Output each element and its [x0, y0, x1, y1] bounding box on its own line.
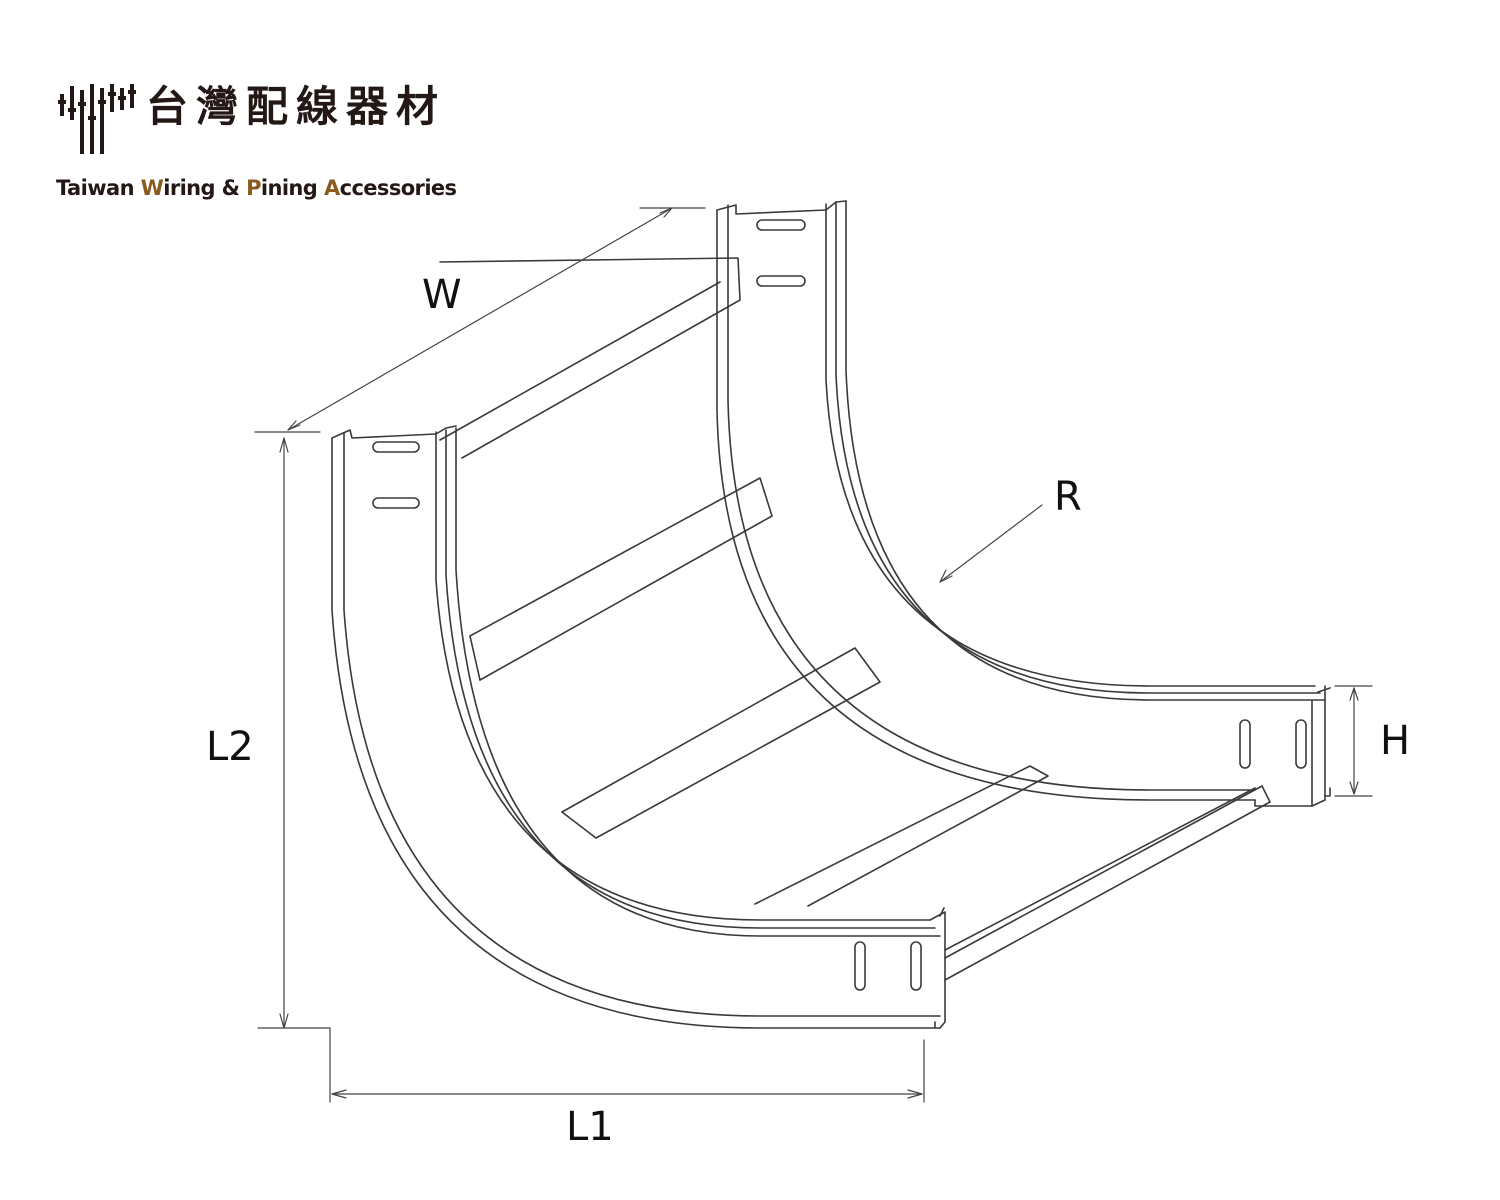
dimension-label-l2: L2: [206, 724, 254, 770]
logo-english-part: A: [323, 176, 340, 200]
dimension-label-h: H: [1380, 718, 1410, 764]
back-side-rail: [716, 200, 1331, 807]
dimension-label-w: W: [422, 272, 462, 318]
logo-chinese-name: 台灣配線器材: [146, 82, 447, 131]
front-side-rail: [331, 425, 946, 1029]
logo-english-part: P: [246, 176, 261, 200]
dimension-lines: [254, 207, 1373, 1103]
logo-english-part: W: [140, 176, 164, 200]
dimension-label-r: R: [1054, 474, 1082, 520]
logo-english-part: ining: [260, 176, 324, 200]
logo-english-name: Taiwan Wiring & Pining Accessories: [56, 176, 457, 200]
logo-english-part: iring &: [163, 176, 247, 200]
logo-english-part: aiwan: [67, 176, 141, 200]
dimension-label-l1: L1: [566, 1104, 614, 1150]
rungs: [439, 257, 1271, 981]
logo-english-part: T: [56, 176, 68, 200]
logo-mark-icon: [58, 84, 136, 154]
logo-english-part: ccessories: [339, 176, 457, 200]
